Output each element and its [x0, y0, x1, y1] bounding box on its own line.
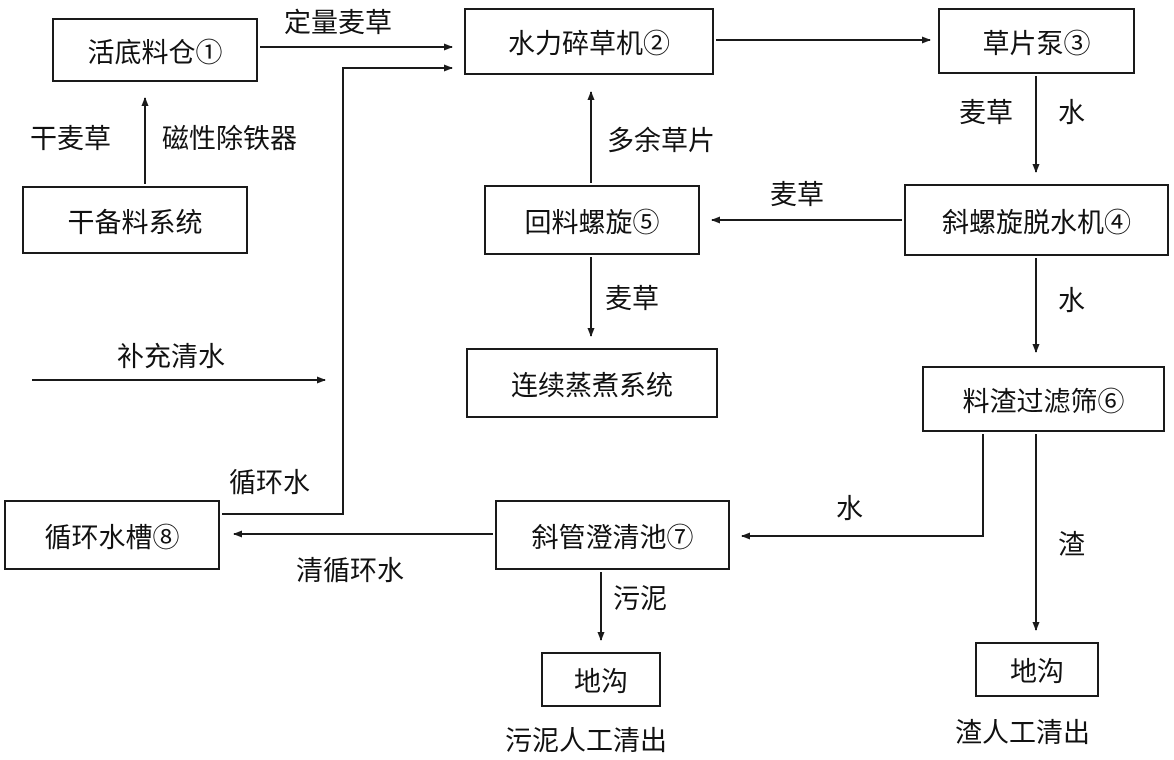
- node-screen-label: 料渣过滤筛⑥: [962, 386, 1125, 418]
- node-clarifier-label: 斜管澄清池⑦: [531, 522, 694, 554]
- label-dewater-straw: 麦草: [770, 180, 824, 211]
- node-clarifier: 斜管澄清池⑦: [495, 500, 730, 570]
- label-dosed-straw: 定量麦草: [284, 8, 392, 39]
- label-screen-water: 水: [836, 494, 863, 525]
- node-return-screw: 回料螺旋⑤: [484, 185, 700, 255]
- node-silo: 活底料仓①: [52, 18, 258, 82]
- node-cooking-label: 连续蒸煮系统: [511, 370, 673, 402]
- label-residue-manual: 渣人工清出: [955, 718, 1090, 749]
- node-pump: 草片泵③: [938, 8, 1135, 74]
- label-makeup-water: 补充清水: [117, 342, 225, 373]
- node-dry-prep: 干备料系统: [22, 186, 248, 254]
- node-ditch-sludge-label: 地沟: [574, 667, 628, 698]
- node-ditch-residue-label: 地沟: [1010, 657, 1064, 688]
- node-return-screw-label: 回料螺旋⑤: [524, 207, 660, 239]
- node-ditch-sludge: 地沟: [541, 652, 661, 707]
- label-sludge: 污泥: [613, 584, 667, 615]
- arrow-circulation-to-crusher: [222, 64, 453, 515]
- node-dewater-label: 斜螺旋脱水机④: [942, 207, 1131, 239]
- node-screen: 料渣过滤筛⑥: [922, 366, 1165, 432]
- label-pump-straw: 麦草: [959, 98, 1013, 129]
- label-residue: 渣: [1058, 530, 1085, 561]
- node-crusher: 水力碎草机②: [464, 8, 714, 75]
- node-cooking: 连续蒸煮系统: [466, 348, 718, 418]
- label-sludge-manual: 污泥人工清出: [505, 726, 667, 757]
- label-dewater-water: 水: [1058, 286, 1085, 317]
- node-dry-prep-label: 干备料系统: [67, 207, 203, 239]
- node-crusher-label: 水力碎草机②: [508, 29, 670, 60]
- label-excess-flakes: 多余草片: [607, 126, 715, 157]
- label-screw-straw: 麦草: [605, 284, 659, 315]
- node-silo-label: 活底料仓①: [87, 37, 223, 69]
- arrow-screen-to-clarifier: [741, 434, 984, 540]
- label-pump-water: 水: [1058, 98, 1085, 129]
- label-dry-straw: 干麦草: [30, 124, 111, 155]
- node-tank-label: 循环水槽⑧: [44, 522, 180, 554]
- node-tank: 循环水槽⑧: [4, 500, 220, 570]
- label-clean-circ-water: 清循环水: [296, 556, 404, 587]
- node-ditch-residue: 地沟: [975, 642, 1099, 697]
- label-magnet: 磁性除铁器: [162, 124, 297, 155]
- node-pump-label: 草片泵③: [982, 28, 1091, 60]
- label-circ-water: 循环水: [229, 468, 310, 499]
- node-dewater: 斜螺旋脱水机④: [904, 184, 1169, 256]
